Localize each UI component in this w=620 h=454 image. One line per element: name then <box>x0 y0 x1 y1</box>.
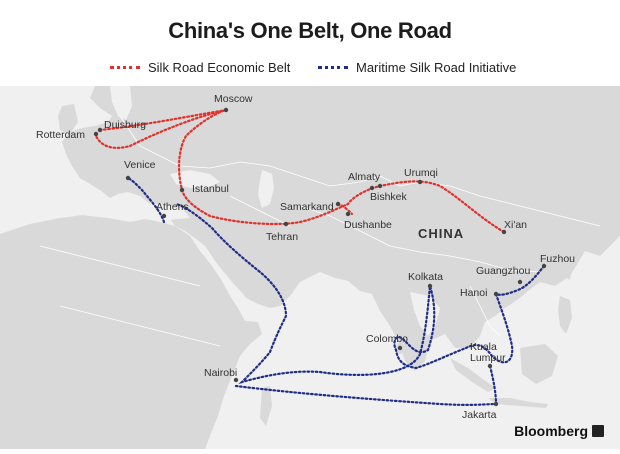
country-borders <box>39 115 601 347</box>
label-kuala: Kuala <box>470 341 497 353</box>
label-nairobi: Nairobi <box>204 367 237 379</box>
label-almaty: Almaty <box>348 171 381 183</box>
land-sumatra <box>450 358 496 392</box>
dot-xian <box>501 229 507 235</box>
label-samarkand: Samarkand <box>280 201 334 213</box>
dot-duisburg <box>97 127 103 133</box>
land-taiwan <box>564 264 572 280</box>
brand: Bloomberg <box>514 423 604 439</box>
dot-kolkata <box>427 283 433 289</box>
bloomberg-logo: Bloomberg <box>514 423 588 439</box>
dot-istanbul <box>179 187 185 193</box>
land-borneo <box>520 344 558 384</box>
label-china: CHINA <box>418 226 464 241</box>
label-dushanbe: Dushanbe <box>344 219 392 231</box>
maritime-line-swatch <box>318 66 348 69</box>
belt-line-swatch <box>110 66 140 69</box>
label-hanoi: Hanoi <box>460 287 487 299</box>
legend: Silk Road Economic Belt Maritime Silk Ro… <box>0 60 620 78</box>
sea-baltic <box>110 86 132 120</box>
label-istanbul: Istanbul <box>192 183 229 195</box>
dot-colombo <box>397 345 403 351</box>
dot-guangzhou <box>517 279 523 285</box>
dot-fuzhou <box>541 263 547 269</box>
label-urumqi: Urumqi <box>404 167 438 179</box>
belt-route-line <box>94 108 506 234</box>
label-lumpur: Lumpur <box>470 352 506 364</box>
label-colombo: Colombo <box>366 333 408 345</box>
maritime-route-line <box>174 202 546 385</box>
label-moscow: Moscow <box>214 93 253 105</box>
maritime-route-nairobi-jakarta <box>234 384 498 406</box>
dot-rotterdam <box>93 131 99 137</box>
dot-moscow <box>223 107 229 113</box>
dot-almaty <box>377 183 383 189</box>
legend-label-belt: Silk Road Economic Belt <box>148 60 291 75</box>
dot-urumqi <box>417 179 423 185</box>
dot-jakarta <box>493 401 499 407</box>
label-tehran: Tehran <box>266 231 298 243</box>
label-venice: Venice <box>124 159 156 171</box>
label-duisburg: Duisburg <box>104 119 146 131</box>
dot-kuala-lumpur <box>487 363 493 369</box>
maritime-route-kl-jakarta <box>488 364 498 406</box>
dot-tehran <box>283 221 289 227</box>
sea-caspian <box>258 170 274 208</box>
label-kolkata: Kolkata <box>408 271 443 283</box>
map-title: China's One Belt, One Road <box>168 18 452 43</box>
maritime-route-venice <box>126 176 166 224</box>
legend-item-maritime: Maritime Silk Road Initiative <box>318 60 516 75</box>
dot-hanoi <box>493 291 499 297</box>
dot-bishkek <box>369 185 375 191</box>
sea-black <box>170 170 220 188</box>
land-madagascar <box>260 386 272 426</box>
dot-samarkand <box>335 201 341 207</box>
bloomberg-mark-icon <box>592 425 604 437</box>
dot-nairobi <box>233 377 239 383</box>
legend-item-belt: Silk Road Economic Belt <box>110 60 290 75</box>
land-africa <box>0 214 262 449</box>
label-fuzhou: Fuzhou <box>540 253 575 265</box>
land-uk <box>58 104 78 134</box>
legend-label-maritime: Maritime Silk Road Initiative <box>356 60 517 75</box>
label-rotterdam: Rotterdam <box>36 129 85 141</box>
land-arabia <box>200 236 290 304</box>
label-kuala-lumpur: Kuala Lumpur <box>470 341 506 364</box>
sea-bay-of-bengal <box>410 292 440 336</box>
label-xian: Xi'an <box>504 219 527 231</box>
label-athens: Athens <box>156 201 189 213</box>
sea-mediterranean <box>58 200 190 222</box>
land-philippines <box>558 296 572 334</box>
land-java <box>488 398 548 408</box>
label-guangzhou: Guangzhou <box>476 265 530 277</box>
label-bishkek: Bishkek <box>370 191 408 203</box>
land-eurasia <box>0 86 620 371</box>
dot-dushanbe <box>345 211 351 217</box>
map-canvas: Moscow Duisburg Rotterdam Venice Istanbu… <box>0 86 620 449</box>
label-jakarta: Jakarta <box>462 409 497 421</box>
dot-athens <box>161 213 167 219</box>
belt-route-duisburg-moscow <box>98 108 228 132</box>
city-dots <box>93 107 547 407</box>
dot-venice <box>125 175 131 181</box>
map: Moscow Duisburg Rotterdam Venice Istanbu… <box>0 86 620 449</box>
